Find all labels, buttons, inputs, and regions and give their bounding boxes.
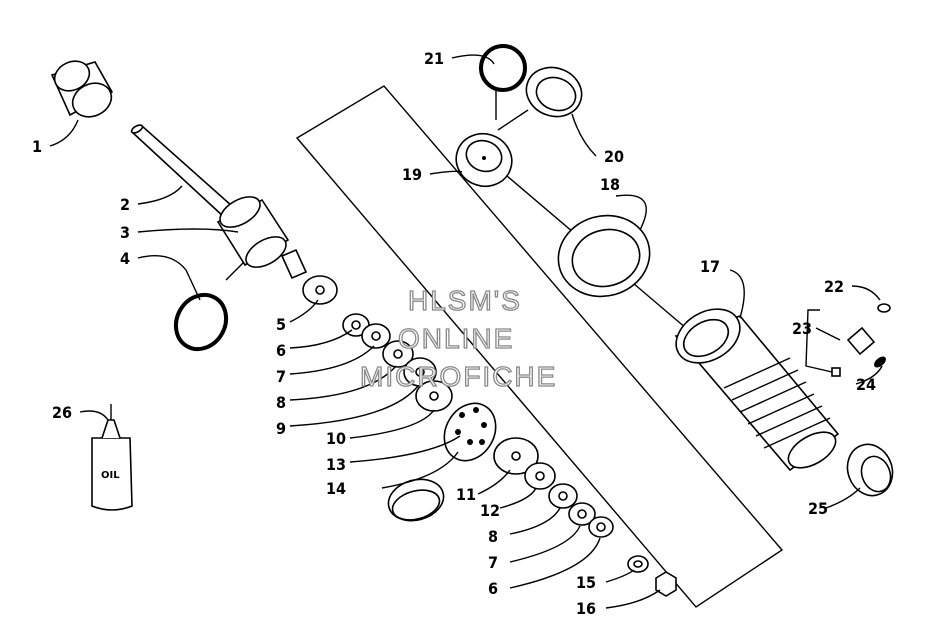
bottle-label: OIL [101,470,120,481]
part-1-eye [50,60,114,118]
callout-1: 1 [32,137,42,156]
callout-8b: 8 [488,527,498,546]
callout-16: 16 [576,599,596,618]
callout-21: 21 [424,49,444,68]
part-24-o-ring [874,356,886,368]
callout-6b: 6 [488,579,498,598]
leader-lines [49,54,883,609]
callout-6: 6 [276,341,286,360]
watermark: HLSM'S ONLINE MICROFICHE [359,284,557,392]
callout-25: 25 [808,499,828,518]
callout-22: 22 [824,277,844,296]
callout-4: 4 [120,249,130,268]
callout-13: 13 [326,455,346,474]
callout-15: 15 [576,573,596,592]
callout-23: 23 [792,319,812,338]
part-19-cap [455,132,513,188]
callout-20: 20 [604,147,624,166]
callout-14: 14 [326,479,346,498]
part-17-body [674,308,840,472]
callout-10: 10 [326,429,346,448]
part-26-oil-bottle: OIL [91,404,133,511]
watermark-line-3: MICROFICHE [360,361,557,392]
washer-stack-lower [493,437,614,538]
part-21-o-ring [479,44,527,92]
assembly-frame [295,85,784,608]
callout-8: 8 [276,393,286,412]
callout-9: 9 [276,419,286,438]
callout-labels: 1 2 3 4 5 6 7 8 9 10 11 12 13 14 15 16 1… [32,49,876,618]
callout-19: 19 [402,165,422,184]
callout-12: 12 [480,501,500,520]
part-18-collar [557,214,651,298]
callout-18: 18 [600,175,620,194]
callout-5: 5 [276,315,286,334]
callout-3: 3 [120,223,130,242]
part-23-valve [831,326,876,377]
part-20-ring [525,66,583,118]
watermark-line-2: ONLINE [398,323,514,354]
callout-17: 17 [700,257,720,276]
part-22-valve-cap [877,303,891,313]
part-4-o-ring [173,292,229,352]
part-16-nut [655,571,677,597]
callout-11: 11 [456,485,476,504]
callout-2: 2 [120,195,130,214]
watermark-line-1: HLSM'S [408,285,522,316]
part-13-piston [443,402,497,462]
part-14-band [387,478,445,522]
callout-24: 24 [856,375,876,394]
callout-7: 7 [276,367,286,386]
callout-7b: 7 [488,553,498,572]
washer-stack-upper [302,275,453,412]
part-15-washer [627,555,649,573]
part-25-cap [846,443,894,497]
callout-26: 26 [52,403,72,422]
part-3-body [216,196,308,280]
